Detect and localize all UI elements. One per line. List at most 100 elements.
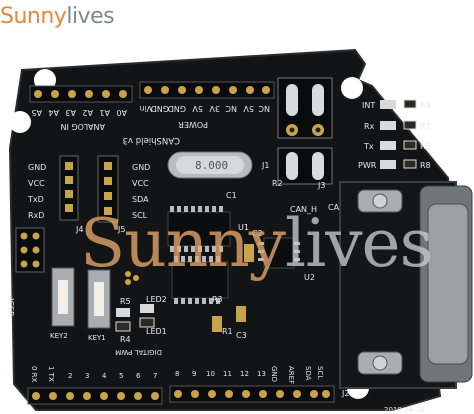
led-rx-label: Rx (364, 122, 375, 131)
header-j5 (97, 155, 119, 223)
led-pwr-ref: R8 (420, 161, 431, 170)
led-int-label: INT (362, 101, 375, 110)
power-header-title: POWER (178, 120, 208, 129)
label-u2: U2 (304, 273, 315, 282)
header-j4 (59, 155, 79, 221)
digital-pin-aref: AREF (287, 366, 295, 384)
brand-logo: Sunnylives (0, 4, 115, 29)
crystal-oscillator: 8.000 (167, 151, 253, 179)
led-pwr-label: PWR (358, 161, 377, 170)
led-tx-label: Tx (363, 142, 374, 151)
j5-pin-vcc: VCC (132, 179, 149, 188)
label-key1: KEY1 (88, 334, 106, 342)
can-controller-chip (167, 206, 231, 252)
power-header (139, 81, 275, 99)
power-pin-5v: 5V (192, 104, 203, 113)
digital-pin-8: 8 (175, 370, 179, 378)
brand-name-b: lives (66, 4, 115, 29)
label-r3: R3 (212, 295, 223, 304)
crystal-label: 8.000 (195, 159, 228, 172)
digital-header-title: DIGITAL PWM (115, 348, 162, 356)
status-led-column (380, 99, 417, 169)
power-pin-vin: Vin (139, 104, 152, 113)
power-pin-gnd1: GND (151, 104, 169, 113)
watermark: Sunnylives (80, 205, 433, 282)
label-j3: J3 (317, 181, 325, 190)
led-tx-ref: R6 (420, 142, 431, 151)
board-date: 2018-04-10 (384, 406, 425, 414)
passive-components (115, 244, 254, 332)
digital-pin-3: 3 (85, 372, 89, 380)
label-r1: R1 (222, 327, 233, 336)
digital-pin-4: 4 (102, 372, 107, 380)
label-c3: C3 (236, 331, 247, 340)
digital-pin-12: 12 (240, 370, 249, 378)
analog-pin-a1: A1 (99, 108, 110, 117)
label-c1: C1 (226, 191, 237, 200)
label-icsp: ICSP (6, 298, 15, 316)
digital-pin-9: 9 (192, 370, 196, 378)
label-r5: R5 (120, 297, 131, 306)
board-name: CANShield v3 (123, 135, 180, 145)
digital-pin-2: 2 (68, 372, 72, 380)
label-u1: U1 (238, 223, 249, 232)
j5-label: J5 (117, 225, 125, 234)
u2-chip (258, 237, 300, 269)
j4-pin-vcc: VCC (28, 179, 45, 188)
digital-pin-scl: SCL (316, 366, 324, 379)
analog-pin-a2: A2 (82, 108, 93, 117)
j4-pin-gnd: GND (28, 163, 46, 172)
analog-header (29, 85, 133, 103)
digital-pin-11: 11 (223, 370, 232, 378)
j5-pin-sda: SDA (132, 195, 149, 204)
analog-header-title: ANALOG IN (61, 122, 106, 131)
label-can-h: CAN_H (290, 205, 317, 214)
digital-header (27, 385, 335, 405)
label-r4: R4 (120, 335, 131, 344)
digital-pin-gnd: GND (270, 366, 278, 382)
digital-pin-6: 6 (136, 372, 141, 380)
digital-pin-0: 0 RX (30, 366, 38, 383)
push-button-key2 (51, 267, 75, 327)
j4-pin-rxd: RxD (28, 211, 44, 220)
j4-pin-txd: TxD (27, 195, 44, 204)
push-button-key1 (87, 269, 111, 329)
label-j2: J2 (341, 389, 349, 398)
power-pin-5v2: 5V (243, 104, 254, 113)
digital-pin-sda: SDA (304, 366, 312, 381)
power-pin-3v: 3V (209, 104, 220, 113)
power-pin-nc2: NC (258, 104, 270, 113)
label-key2: KEY2 (50, 332, 68, 340)
j5-pin-gnd: GND (132, 163, 150, 172)
db9-connector: J2 (339, 181, 473, 398)
led-int-ref: R9 (420, 101, 431, 110)
label-j1: J1 (261, 161, 269, 170)
label-led1: LED1 (146, 327, 167, 336)
digital-pin-10: 10 (206, 370, 215, 378)
icsp-header (15, 227, 45, 273)
led-rx-ref: R7 (420, 122, 431, 131)
j5-pin-scl: SCL (132, 211, 148, 220)
label-r2: R2 (272, 179, 283, 188)
analog-pin-a3: A3 (65, 108, 76, 117)
watermark-b: lives (285, 205, 433, 282)
analog-pin-a0: A0 (116, 108, 127, 117)
j4-label: J4 (75, 225, 83, 234)
jumper-block (277, 77, 333, 185)
digital-pin-1: 1 TX (47, 366, 55, 382)
can-transceiver-chip (171, 256, 229, 304)
power-pin-nc1: NC (225, 104, 237, 113)
analog-pin-a4: A4 (48, 108, 59, 117)
digital-pin-13: 13 (257, 370, 266, 378)
digital-pin-5: 5 (119, 372, 123, 380)
mount-hole-l (9, 111, 31, 133)
watermark-a: Sunny (80, 205, 286, 282)
brand-name-a: Sunny (0, 4, 67, 29)
digital-pin-7: 7 (153, 372, 157, 380)
analog-pin-a5: A5 (31, 108, 42, 117)
power-pin-gnd2: GND (168, 104, 186, 113)
mount-hole-tr (341, 77, 363, 99)
label-c2: C2 (252, 229, 263, 238)
label-led2: LED2 (146, 295, 167, 304)
